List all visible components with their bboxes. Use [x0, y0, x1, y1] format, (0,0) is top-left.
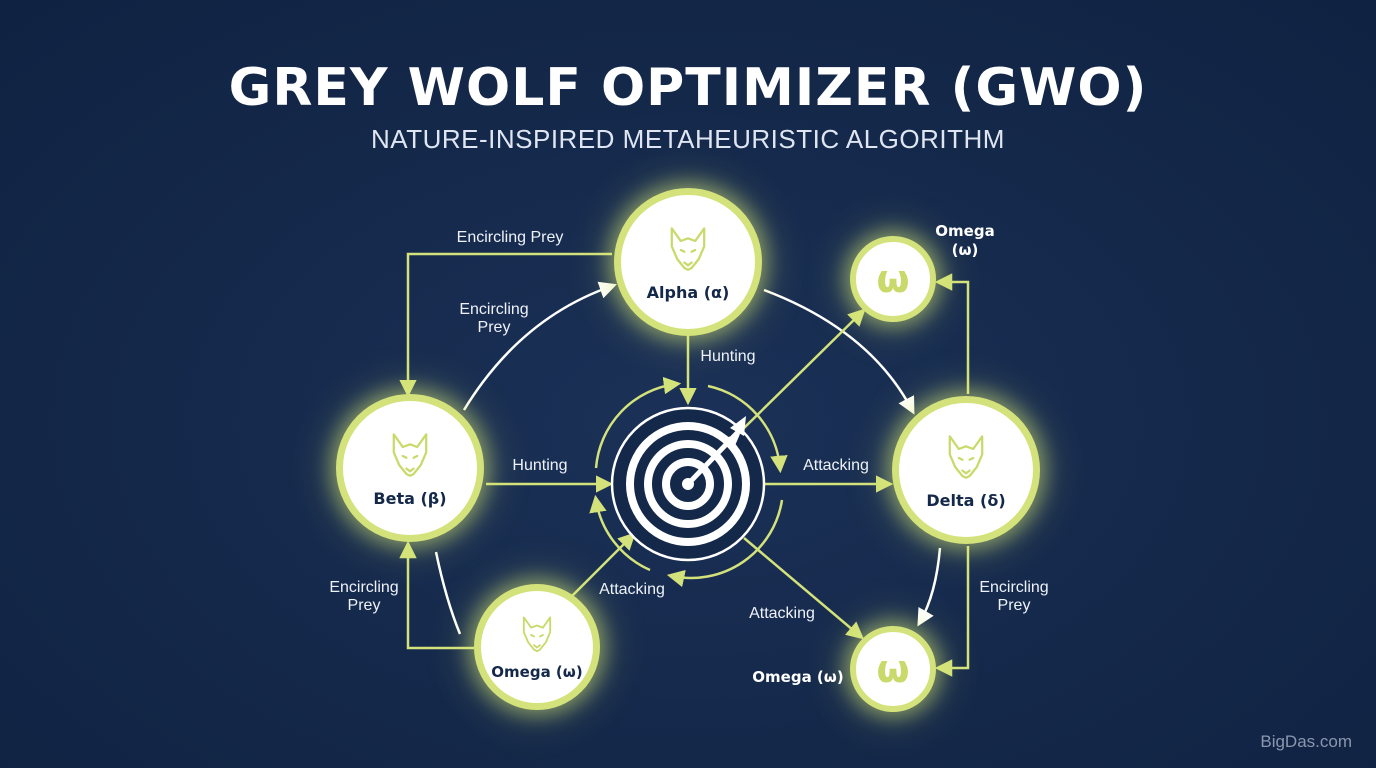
- edge-label-upper-left-encircling: Encircling Prey: [459, 301, 529, 336]
- cycle-arc-top: [594, 376, 682, 469]
- beta-label: Beta (β): [373, 488, 447, 508]
- edge-beta-to-alpha-arc: [462, 281, 617, 411]
- alpha-label: Alpha (α): [646, 282, 730, 302]
- delta-node: Delta (δ): [892, 396, 1040, 544]
- page-title: GREY WOLF OPTIMIZER (GWO): [228, 58, 1148, 118]
- wolf-icon: [522, 616, 552, 653]
- omega-bottom-left-node: Omega (ω): [474, 584, 600, 710]
- edge-label-omega-attacking: Attacking: [599, 581, 665, 598]
- omega-bottom-right-caption: Omega (ω): [752, 668, 844, 686]
- wolf-icon: [948, 434, 984, 479]
- edge-label-delta-attacking: Attacking: [803, 457, 869, 474]
- cycle-arc-left: [589, 494, 651, 572]
- target-icon: [610, 406, 766, 562]
- edge-prey-to-omega-top-right: [743, 308, 866, 429]
- edge-label-right-encircling: Encircling Prey: [979, 579, 1049, 614]
- edge-label-beta-hunting: Hunting: [512, 457, 568, 474]
- omega-top-right-node: ω: [850, 236, 936, 322]
- edge-omega-bottom-left-to-beta: [399, 540, 474, 650]
- omega-bottom-right-node: ω: [850, 626, 936, 712]
- wolf-icon: [670, 226, 706, 271]
- beta-node: Beta (β): [336, 394, 484, 542]
- cycle-arc-bottom: [666, 499, 784, 588]
- omega-glyph: ω: [876, 257, 910, 301]
- edge-alpha-to-delta-arc: [763, 288, 915, 415]
- alpha-node: Alpha (α): [614, 188, 762, 336]
- edge-omega-bottom-left-to-prey: [571, 532, 636, 597]
- edge-label-lower-left-encircling: Encircling Prey: [329, 579, 399, 614]
- edge-label-lower-right-attacking: Attacking: [749, 605, 815, 622]
- edge-delta-elbow-to-omega-bottom-right: [934, 546, 970, 677]
- edge-beta-to-omega-bottom-left-arc: [434, 551, 462, 635]
- delta-label: Delta (δ): [926, 490, 1006, 510]
- edge-label-alpha-hunting: Hunting: [700, 348, 756, 365]
- edge-alpha-to-beta-elbow: [399, 252, 612, 398]
- cycle-arc-right: [707, 384, 788, 474]
- edge-prey-to-omega-bottom-right: [743, 537, 865, 640]
- wolf-icon: [392, 432, 428, 477]
- omega-top-right-caption: Omega (ω): [935, 222, 995, 259]
- page-subtitle: NATURE-INSPIRED METAHEURISTIC ALGORITHM: [371, 124, 1005, 154]
- omega-bottom-left-label: Omega (ω): [491, 663, 583, 681]
- watermark: BigDas.com: [1260, 732, 1352, 751]
- edge-delta-to-omega-top-right: [934, 273, 970, 394]
- edge-delta-to-omega-bottom-right-arc: [917, 547, 942, 627]
- omega-glyph: ω: [876, 647, 910, 691]
- edge-label-top-encircling: Encircling Prey: [456, 229, 564, 246]
